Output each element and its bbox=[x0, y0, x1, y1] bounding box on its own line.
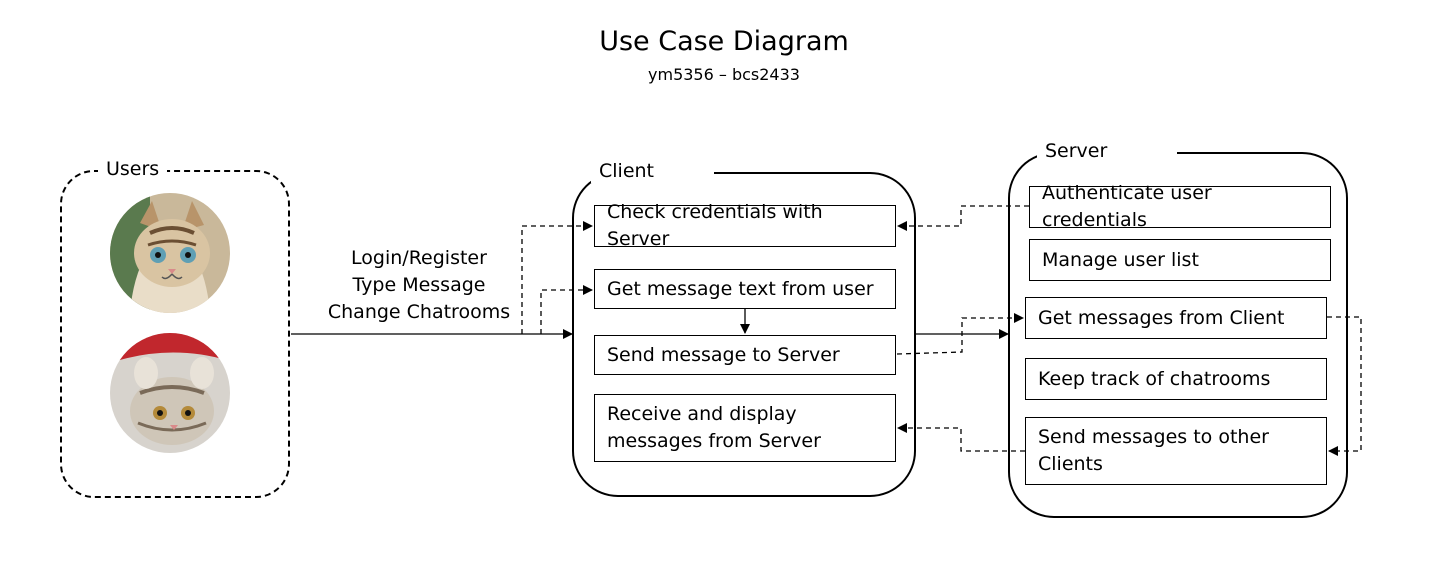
connector-auth-check bbox=[897, 205, 1029, 231]
connector-send-receive bbox=[897, 423, 1025, 452]
use-case-check-credentials: Check credentials with Server bbox=[594, 201, 896, 250]
users-group-label: Users bbox=[98, 157, 168, 181]
connector-type-message bbox=[540, 285, 593, 334]
action-label-type-message: Type Message bbox=[352, 274, 486, 296]
use-case-authenticate: Authenticate user credentials bbox=[1029, 182, 1331, 231]
use-case-keep-track-chatrooms: Keep track of chatrooms bbox=[1025, 358, 1327, 400]
client-group bbox=[572, 172, 916, 497]
cat-avatar-2 bbox=[110, 333, 230, 453]
diagram-title: Use Case Diagram bbox=[599, 26, 849, 57]
action-label-login: Login/Register bbox=[351, 247, 487, 269]
use-case-get-message-text: Get message text from user bbox=[594, 269, 896, 309]
use-case-get-messages: Get messages from Client bbox=[1025, 297, 1327, 339]
cat-icon bbox=[110, 333, 230, 453]
use-case-send-message: Send message to Server bbox=[594, 335, 896, 375]
diagram-subtitle: ym5356 – bcs2433 bbox=[648, 65, 800, 84]
use-case-send-to-clients: Send messages to other Clients bbox=[1025, 417, 1327, 485]
server-group-label: Server bbox=[1037, 139, 1178, 163]
server-group bbox=[1008, 152, 1348, 518]
connector-login bbox=[521, 221, 593, 334]
use-case-receive-display: Receive and display messages from Server bbox=[594, 394, 896, 462]
connector-send-get bbox=[896, 313, 1024, 355]
action-label-change-chatrooms: Change Chatrooms bbox=[327, 301, 511, 323]
client-group-label: Client bbox=[591, 159, 715, 183]
connector-get-send-others bbox=[1327, 316, 1362, 456]
users-group bbox=[60, 170, 290, 498]
use-case-manage-user-list: Manage user list bbox=[1029, 239, 1331, 281]
